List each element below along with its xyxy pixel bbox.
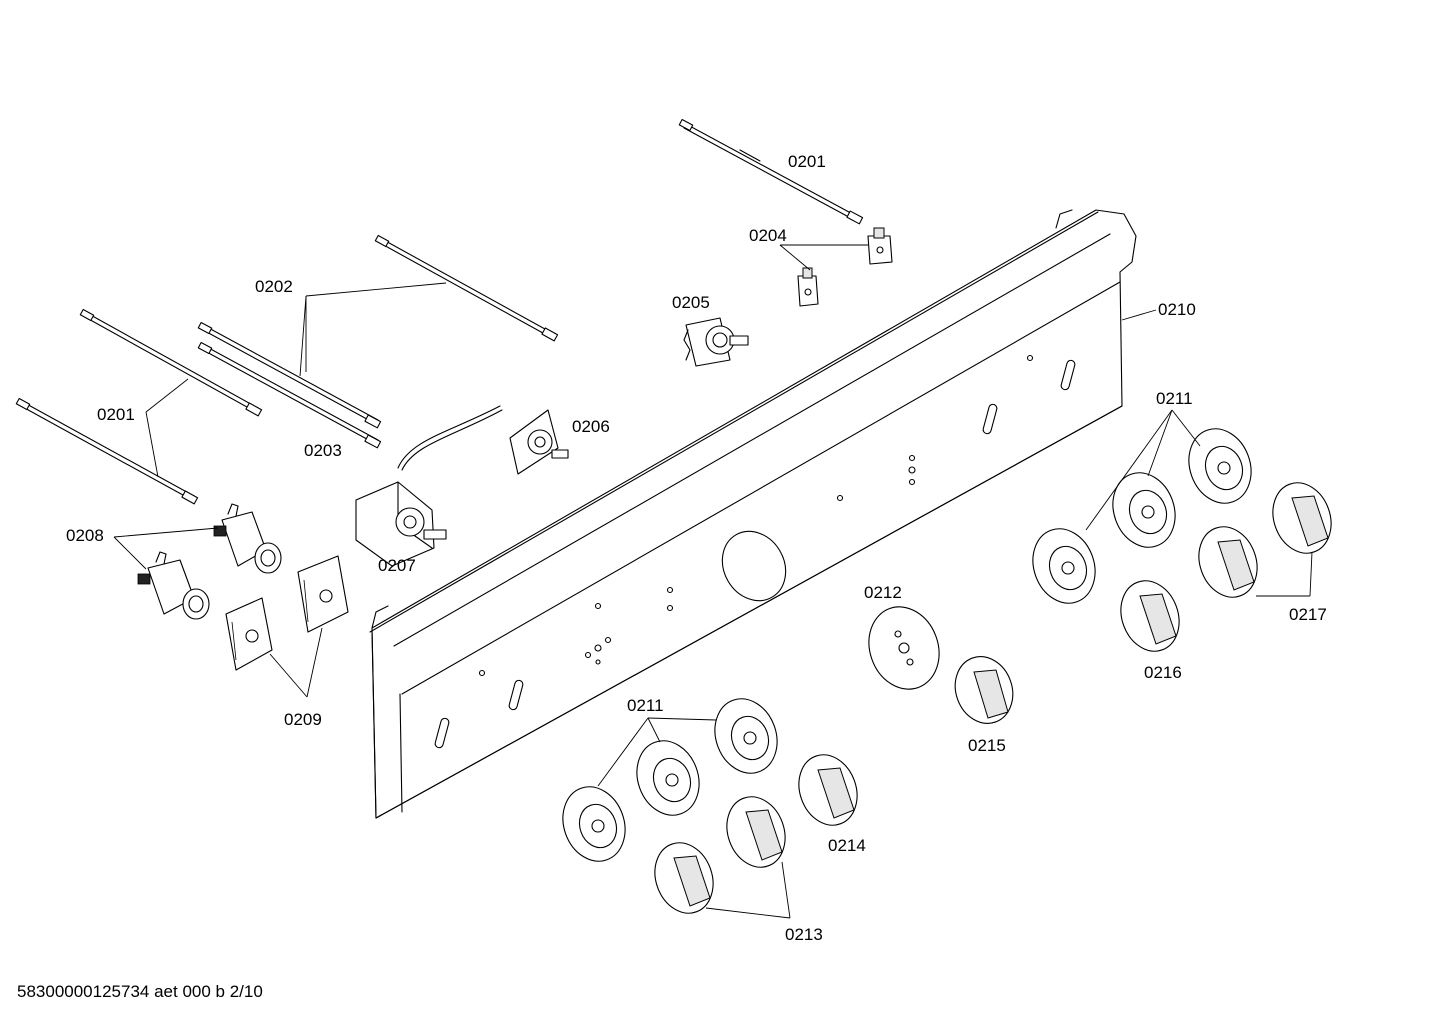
knob-0216 [1120,580,1180,652]
label-0213: 0213 [785,925,823,944]
knob-0214 [798,754,858,826]
rotary-switch-0206 [509,409,569,475]
label-0210: 0210 [1158,300,1196,319]
label-0216: 0216 [1144,663,1182,682]
thermocouple-rod-0201-a [79,308,263,417]
microswitch-lower [797,267,819,307]
label-0215: 0215 [968,736,1006,755]
label-0201-left: 0201 [97,405,135,424]
knob-0217-b [1272,482,1332,554]
label-0214: 0214 [828,836,866,855]
knob-0213-a [654,842,714,914]
label-0211-left: 0211 [627,696,664,715]
thermocouple-rod-0203-a [197,321,382,429]
label-0202: 0202 [255,277,293,296]
label-0207: 0207 [378,556,416,575]
document-code: 58300000125734 aet 000 b 2/10 [17,982,263,1001]
label-0203: 0203 [304,441,342,460]
knob-ring-right-3 [1188,428,1252,504]
label-0201-top: 0201 [788,152,826,171]
knob-ring-left-3 [714,698,778,774]
thermocouple-rod-0202 [374,234,559,342]
thermocouple-rod-0201-b [15,397,199,505]
microswitch-upper [867,227,893,265]
control-board-left [225,597,273,671]
thermostat-0207 [355,405,503,567]
rotary-switch-0205 [683,317,749,367]
knob-ring-right-2 [1112,472,1176,548]
leader-lines [113,244,1313,919]
label-0208: 0208 [66,526,104,545]
solenoid-valve-upper [213,503,282,574]
control-panel-fascia [369,209,1137,819]
knob-0215 [954,656,1014,724]
label-0204: 0204 [749,226,787,245]
knob-ring-left-1 [562,786,626,862]
label-0205: 0205 [672,293,710,312]
knob-0217-a [1198,526,1258,598]
label-0211-right: 0211 [1156,389,1193,408]
label-0206: 0206 [572,417,610,436]
thermocouple-rod-0203-b [197,341,382,449]
knob-0213-b [726,796,786,868]
label-0217: 0217 [1289,605,1327,624]
control-board-right [297,555,349,633]
solenoid-valve-lower [137,551,210,620]
label-0212: 0212 [864,583,902,602]
knob-ring-right-1 [1032,528,1096,604]
timer-dial-0212 [868,606,940,690]
thermocouple-rod-top [678,118,864,225]
label-0209: 0209 [284,710,322,729]
knob-ring-left-2 [636,740,700,816]
